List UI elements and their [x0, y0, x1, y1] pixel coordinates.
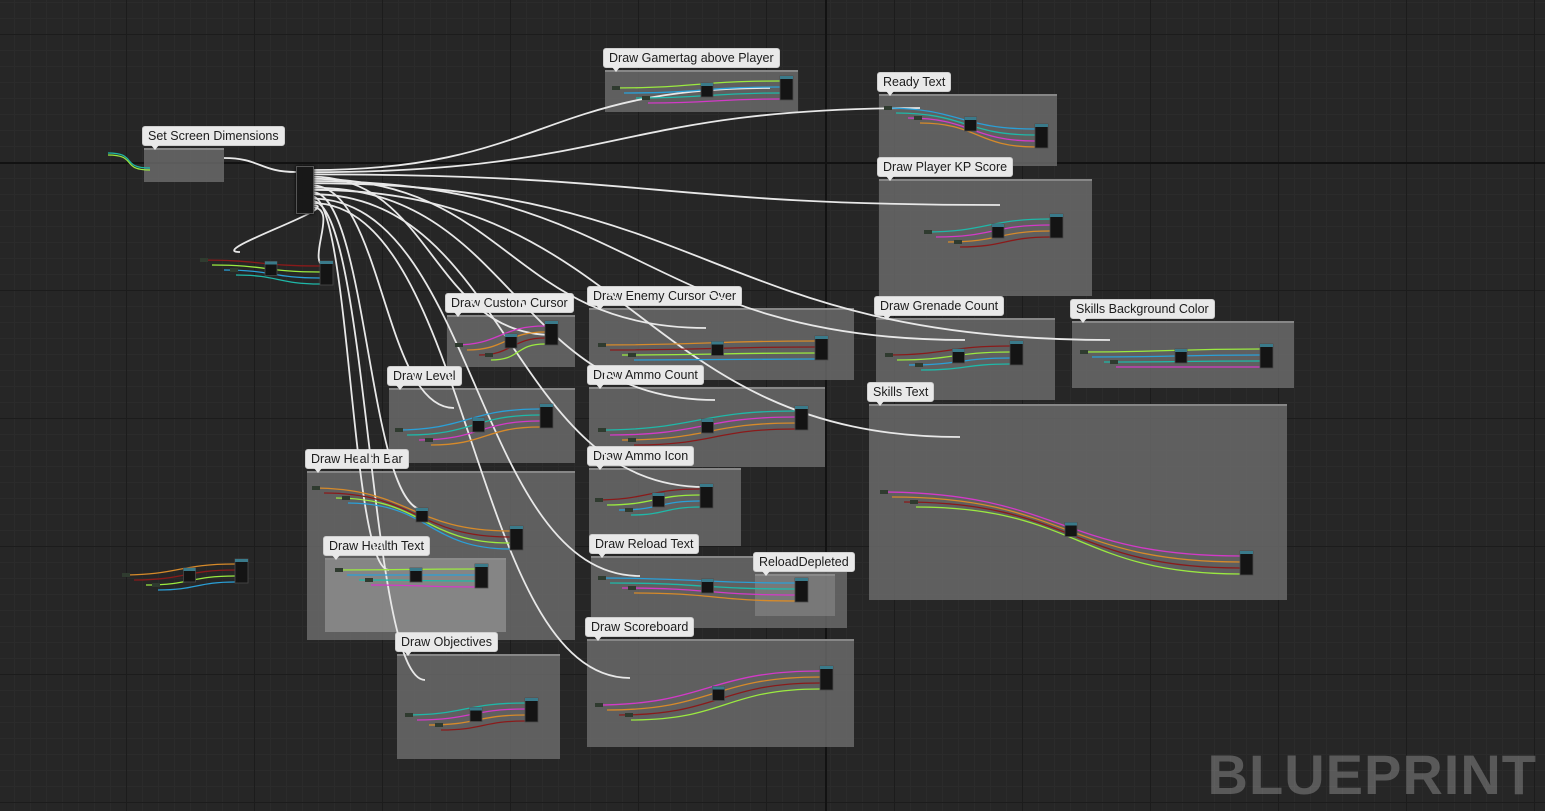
- comment-label[interactable]: Ready Text: [877, 72, 952, 96]
- node-header: [265, 261, 277, 265]
- comment-draw-gamertag[interactable]: Draw Gamertag above Player: [603, 48, 798, 112]
- data-wire: [157, 581, 236, 591]
- comment-label[interactable]: Set Screen Dimensions: [142, 126, 285, 150]
- comment-label[interactable]: Draw Ammo Count: [587, 365, 704, 389]
- comment-label[interactable]: Draw Player KP Score: [877, 157, 1014, 181]
- variable-node[interactable]: [230, 268, 238, 272]
- blueprint-watermark: BLUEPRINT: [1207, 743, 1537, 806]
- comment-reload-depleted[interactable]: ReloadDepleted: [753, 552, 855, 616]
- comment-draw-scoreboard[interactable]: Draw Scoreboard: [585, 617, 854, 747]
- comment-draw-objectives[interactable]: Draw Objectives: [395, 632, 560, 759]
- graph-origin-horizontal-axis: [0, 162, 1545, 164]
- function-node[interactable]: [264, 261, 278, 276]
- comment-draw-level[interactable]: Draw Level: [387, 366, 575, 463]
- comment-label[interactable]: Draw Enemy Cursor Over: [587, 286, 743, 310]
- data-wire: [133, 569, 236, 581]
- data-wire: [121, 563, 236, 576]
- sequence-node[interactable]: [296, 166, 314, 214]
- comment-skills-text[interactable]: Skills Text: [867, 382, 1287, 600]
- variable-node[interactable]: [122, 573, 130, 577]
- comment-label[interactable]: Draw Grenade Count: [874, 296, 1005, 320]
- node-header: [235, 559, 248, 562]
- variable-node[interactable]: [152, 583, 160, 587]
- comment-label[interactable]: Draw Custom Cursor: [445, 293, 574, 317]
- variable-node[interactable]: [200, 258, 208, 262]
- comment-label[interactable]: Draw Health Bar: [305, 449, 409, 473]
- data-wire: [145, 575, 236, 586]
- node-header: [320, 261, 333, 264]
- comment-draw-custom-cursor[interactable]: Draw Custom Cursor: [445, 293, 575, 367]
- data-wire: [235, 274, 321, 285]
- comment-draw-health-text[interactable]: Draw Health Text: [323, 536, 506, 632]
- data-wire: [211, 264, 321, 273]
- comment-label[interactable]: Draw Objectives: [395, 632, 498, 656]
- function-node[interactable]: [319, 260, 334, 286]
- comment-label[interactable]: Draw Scoreboard: [585, 617, 695, 641]
- comment-draw-player-kp-score[interactable]: Draw Player KP Score: [877, 157, 1092, 296]
- data-wire: [199, 259, 321, 267]
- comment-skills-background-color[interactable]: Skills Background Color: [1070, 299, 1294, 388]
- comment-ready-text[interactable]: Ready Text: [877, 72, 1057, 166]
- comment-label[interactable]: Draw Ammo Icon: [587, 446, 695, 470]
- comment-label[interactable]: Draw Reload Text: [589, 534, 700, 558]
- comment-label[interactable]: Draw Gamertag above Player: [603, 48, 780, 72]
- exec-wire: [223, 157, 297, 173]
- function-node[interactable]: [183, 567, 196, 583]
- comment-label[interactable]: Skills Background Color: [1070, 299, 1215, 323]
- node-header: [183, 568, 196, 571]
- data-wire: [223, 269, 321, 279]
- function-node[interactable]: [234, 558, 249, 584]
- comment-label[interactable]: Skills Text: [867, 382, 935, 406]
- comment-label[interactable]: Draw Level: [387, 366, 462, 390]
- comment-label[interactable]: ReloadDepleted: [753, 552, 855, 576]
- exec-wire: [311, 206, 331, 269]
- comment-label[interactable]: Draw Health Text: [323, 536, 430, 560]
- comment-set-screen-dimensions[interactable]: Set Screen Dimensions: [142, 126, 285, 182]
